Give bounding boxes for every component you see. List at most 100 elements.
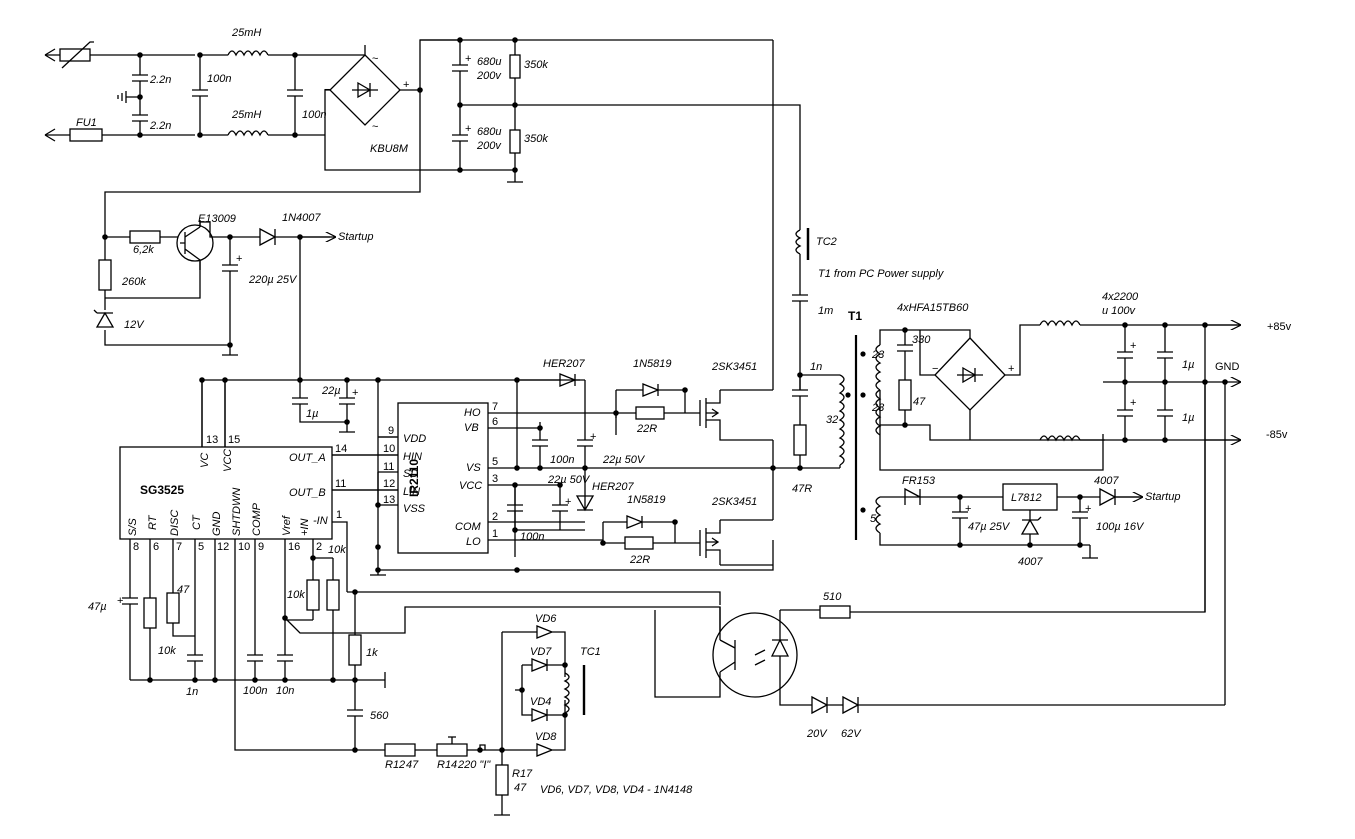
label-vd4: VD4 xyxy=(530,696,551,708)
label-cap-4x2200: 4x2200 xyxy=(1102,291,1139,303)
label-cap-100n-vcc: 100n xyxy=(520,531,544,543)
label-winding-23a: 23 xyxy=(871,349,885,361)
label-diode-note: VD6, VD7, VD8, VD4 - 1N4148 xyxy=(540,784,693,796)
label-her207-top: HER207 xyxy=(543,358,585,370)
pin-vss: VSS xyxy=(403,503,426,515)
label-r14: R14 xyxy=(437,759,457,771)
label-r12: R12 xyxy=(385,759,405,771)
label-res-350k-bottom: 350k xyxy=(524,133,548,145)
svg-text:+: + xyxy=(117,595,123,607)
label-cap-10n: 10n xyxy=(276,685,294,697)
label-cap-1n-ct: 1n xyxy=(186,686,198,698)
label-zener-12v: 12V xyxy=(124,319,145,331)
label-startup-out: Startup xyxy=(338,231,373,243)
label-minus-85v: -85v xyxy=(1266,429,1288,441)
label-cap-100u16v: 100µ 16V xyxy=(1096,521,1145,533)
label-vd7: VD7 xyxy=(530,646,552,658)
label-her207-bottom: HER207 xyxy=(592,481,634,493)
sg-pin-10: 10 xyxy=(238,541,250,553)
startup-circuit xyxy=(93,170,421,380)
label-plus-85v: +85v xyxy=(1267,321,1292,333)
svg-text:+: + xyxy=(590,431,596,443)
svg-text:+: + xyxy=(1130,340,1136,352)
sg-pin-9: 9 xyxy=(258,541,264,553)
ir2110-driver xyxy=(332,402,773,557)
svg-text:+: + xyxy=(403,79,409,91)
label-cap-22u50v-b: 22µ 50V xyxy=(547,474,591,486)
pin-lo: LO xyxy=(466,536,481,548)
label-res-10k-rt: 10k xyxy=(158,645,176,657)
svg-text:−: − xyxy=(324,84,330,96)
sg-label-vc: VC xyxy=(199,453,211,468)
svg-text:+: + xyxy=(1008,363,1014,375)
optocoupler-feedback xyxy=(654,382,1225,715)
pin-vcc: VCC xyxy=(459,480,482,492)
label-res-6k2: 6,2k xyxy=(133,244,154,256)
label-choke-top: 25mH xyxy=(231,27,261,39)
label-mosfet-low: 2SK3451 xyxy=(711,496,757,508)
pin-num-9: 9 xyxy=(388,425,394,437)
svg-text:−: − xyxy=(932,363,938,375)
pin-sd: SD xyxy=(403,468,418,480)
sg-label-vref: Vref xyxy=(281,515,293,536)
sg-pin-2: 2 xyxy=(316,541,322,553)
pin-num-11: 11 xyxy=(383,461,394,473)
sg-label-plus-in: +IN xyxy=(299,519,311,536)
label-1n4007: 1N4007 xyxy=(282,212,321,224)
label-vd8: VD8 xyxy=(535,731,557,743)
label-r17-value: 47 xyxy=(514,782,527,794)
label-cap-100n-comp: 100n xyxy=(243,685,267,697)
label-22r-bottom: 22R xyxy=(629,554,650,566)
label-res-10k-a: 10k xyxy=(328,544,346,556)
label-y-cap-bottom: 2.2n xyxy=(149,120,171,132)
pin-num-6: 6 xyxy=(492,416,498,428)
sg-pin-12: 12 xyxy=(217,541,229,553)
sg-label-minus-in: -IN xyxy=(313,515,328,527)
label-fu1: FU1 xyxy=(76,117,97,129)
bootstrap-circuit: + + xyxy=(507,373,700,550)
fuse-fu1 xyxy=(69,128,103,142)
label-x-cap-2: 100n xyxy=(302,109,326,121)
label-cap-1u-a: 1µ xyxy=(1182,359,1194,371)
pin-num-10: 10 xyxy=(383,443,395,455)
label-res-1k: 1k xyxy=(366,647,378,659)
label-gnd: GND xyxy=(1215,361,1240,373)
sg-pin-14: 14 xyxy=(335,443,347,455)
sg-pin-5: 5 xyxy=(198,541,204,553)
mains-input-filter xyxy=(44,41,365,142)
label-cap-100n-boot: 100n xyxy=(550,454,574,466)
label-1n5819-bottom: 1N5819 xyxy=(627,494,666,506)
label-cap-22u50v-a: 22µ 50V xyxy=(602,454,646,466)
label-r12-value: 47 xyxy=(406,759,419,771)
label-cap-22u: 22µ xyxy=(321,385,341,397)
sg-pin-16: 16 xyxy=(288,541,300,553)
sg-pin-6: 6 xyxy=(153,541,159,553)
pin-num-12: 12 xyxy=(383,478,395,490)
label-res-260k: 260k xyxy=(121,276,146,288)
transformer-t1 xyxy=(838,329,1104,546)
svg-text:+: + xyxy=(236,253,242,265)
sg-pin-15: 15 xyxy=(228,434,240,446)
label-x-cap-1: 100n xyxy=(207,73,231,85)
sg-label-shtdwn: SHTDWN xyxy=(231,488,243,536)
svg-text:~: ~ xyxy=(372,121,378,133)
label-res-350k-top: 350k xyxy=(524,59,548,71)
svg-text:+: + xyxy=(352,387,358,399)
bulk-capacitors: + + xyxy=(420,39,801,230)
sg-label-ct: CT xyxy=(191,514,203,530)
pin-lin: LIN xyxy=(403,486,420,498)
sg-label-vcc: VCC xyxy=(222,449,234,472)
pin-out-a: OUT_A xyxy=(289,452,326,464)
snubber xyxy=(773,374,840,469)
svg-text:+: + xyxy=(1130,397,1136,409)
pin-vb: VB xyxy=(464,422,479,434)
svg-text:+: + xyxy=(565,496,571,508)
label-cap-680u-top: 680u xyxy=(477,56,501,68)
label-r17: R17 xyxy=(512,768,533,780)
label-cap-47u: 47µ xyxy=(88,601,107,613)
sg-label-ss: S/S xyxy=(127,518,139,536)
current-transformer-tc2 xyxy=(792,228,810,390)
label-cap-1n-snubber: 1n xyxy=(810,361,822,373)
label-cap-200v-top: 200v xyxy=(476,70,502,82)
sg-pin-11: 11 xyxy=(335,478,346,490)
